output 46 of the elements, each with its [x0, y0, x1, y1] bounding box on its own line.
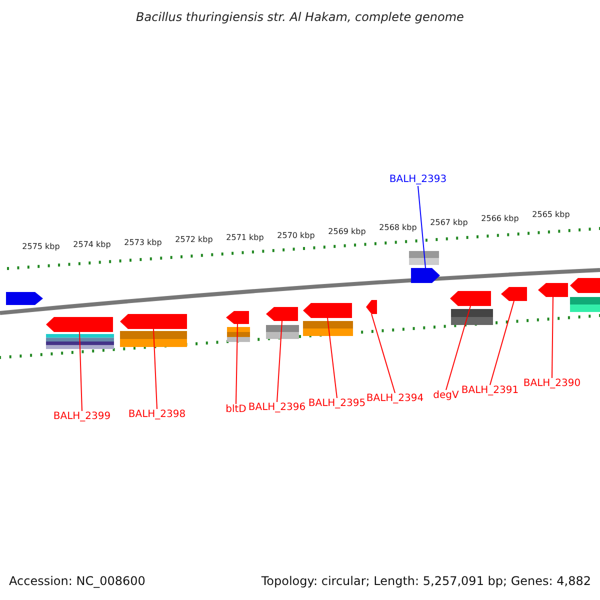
scale-label: 2567 kbp	[430, 218, 468, 228]
gene-label: BALH_2394	[366, 393, 424, 405]
gene-symbol	[538, 283, 568, 297]
gene-label: bltD	[226, 404, 246, 416]
leader-line	[327, 318, 338, 398]
scale-label: 2569 kbp	[328, 226, 366, 237]
leader-line	[276, 320, 282, 402]
scale-label: 2566 kbp	[481, 214, 519, 224]
gene-symbol	[226, 311, 249, 324]
accession-text: Accession: NC_008600	[9, 574, 146, 588]
leader-line	[236, 324, 238, 404]
gene-label: degV	[433, 390, 459, 402]
gene-symbol	[303, 303, 352, 318]
gene-symbol	[411, 268, 440, 283]
gene-label: BALH_2395	[308, 398, 366, 410]
gene-label: BALH_2399	[53, 411, 111, 423]
gene-symbol	[450, 291, 491, 306]
leader-line	[153, 328, 158, 410]
gene-symbol	[6, 292, 43, 305]
scale-label: 2571 kbp	[226, 233, 264, 244]
scale-label: 2568 kbp	[379, 222, 417, 233]
gene-label: BALH_2391	[461, 385, 519, 397]
scale-label: 2565 kbp	[532, 210, 570, 220]
genome-title: Bacillus thuringiensis str. Al Hakam, complete genome	[136, 10, 464, 24]
leader-line	[371, 314, 396, 394]
scale-label: 2573 kbp	[124, 238, 162, 248]
gene-label: BALH_2393	[389, 174, 447, 186]
gene-label: BALH_2396	[248, 402, 306, 414]
gene-symbol	[501, 287, 527, 301]
gene-symbol	[570, 278, 600, 293]
scale-label: 2572 kbp	[175, 235, 213, 246]
gene-symbol	[46, 317, 113, 332]
scale-label: 2575 kbp	[22, 242, 60, 252]
leader-line	[490, 300, 514, 386]
gene-symbol	[366, 300, 377, 314]
scale-label: 2570 kbp	[277, 231, 315, 241]
gene-label: BALH_2398	[128, 409, 186, 421]
gene-label: BALH_2390	[523, 378, 581, 390]
leader-line	[79, 332, 82, 412]
leader-line	[418, 186, 426, 268]
genome-stats-text: Topology: circular; Length: 5,257,091 bp; Genes: 4,882	[261, 574, 591, 588]
gene-symbol	[266, 307, 298, 321]
leader-line	[446, 306, 471, 390]
scale-label: 2574 kbp	[73, 240, 111, 250]
gene-symbol	[120, 314, 187, 329]
leader-line	[552, 296, 554, 378]
